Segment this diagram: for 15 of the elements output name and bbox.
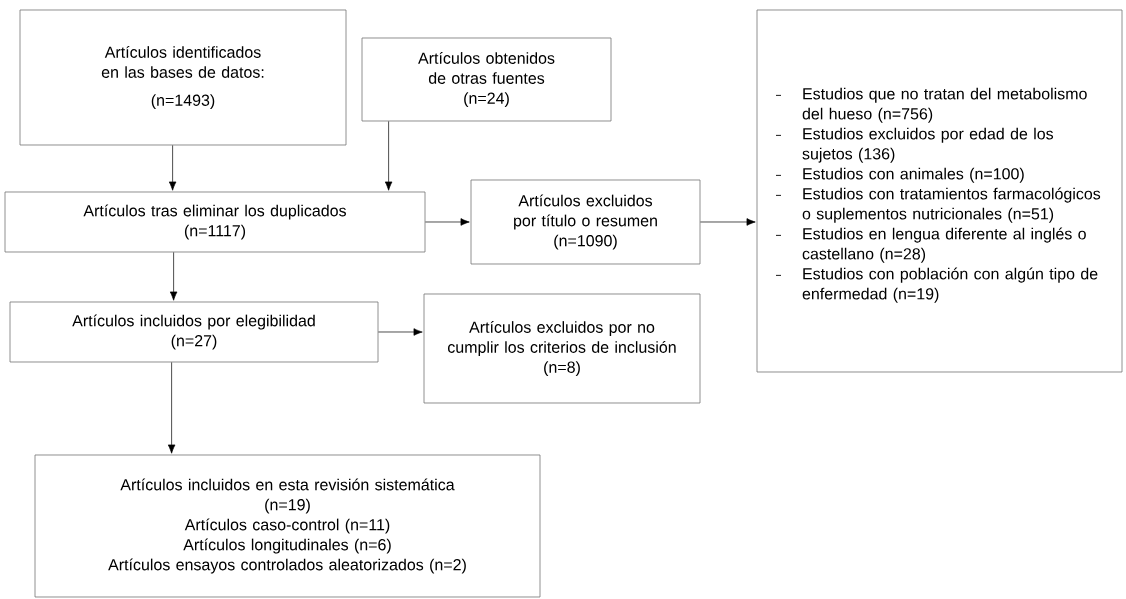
process-box: Artículos obtenidos de otras fuentes (n=24): [361, 37, 612, 122]
arrow: [168, 145, 177, 191]
process-box: Artículos incluidos en esta revisión sistemática (n=19) Artículos caso-control (n=11) Artículos longitudinales (n=6) Artículos ensayos controlados aleatorizados (n=2): [34, 454, 541, 598]
process-box: Artículos tras eliminar los duplicados (n=1117): [4, 191, 426, 253]
process-box: Artículos excluidos por título o resumen (n=1090): [470, 179, 701, 265]
arrow: [169, 252, 178, 301]
process-box: Artículos incluidos por elegibilidad (n=27): [9, 301, 379, 363]
exclusion-list-box: Estudios que no tratan del metabolismo del hueso (n=756) Estudios excluidos por edad de los sujetos (136) Estudios con animales (n=100) Estudios con tratamientos farmacológicos o suplementos nutricionales (n=51) Estudios en lengua diferente al inglés o castellano (n=28) Estudios con población con algún tipo de enfermedad (n=19): [756, 9, 1123, 373]
process-box: Artículos identificados en las bases de datos: (n=1493): [19, 9, 347, 146]
arrow: [700, 218, 756, 226]
arrow: [378, 328, 423, 336]
arrow: [425, 218, 470, 226]
process-box: Artículos excluidos por no cumplir los criterios de inclusión (n=8): [423, 293, 701, 404]
arrow: [167, 362, 176, 454]
arrow: [384, 121, 393, 191]
